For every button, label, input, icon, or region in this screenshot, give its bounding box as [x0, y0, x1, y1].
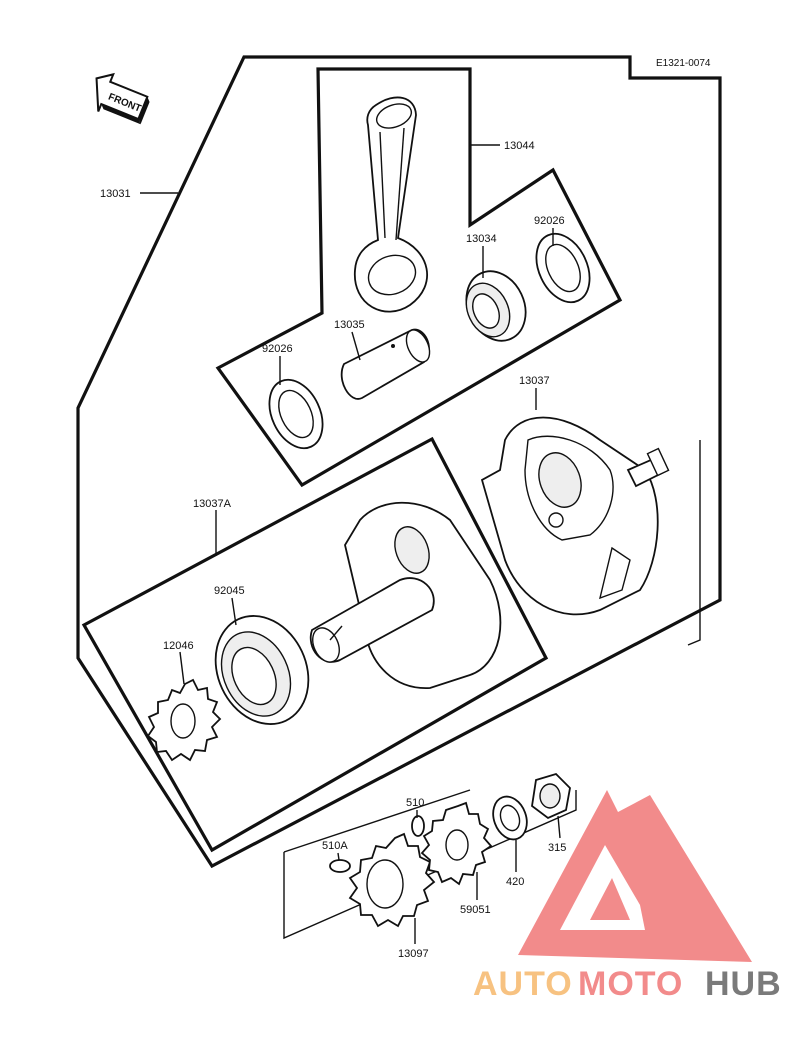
label-13037: 13037: [519, 375, 550, 387]
thrust-washer-92026-bottom: [268, 378, 324, 450]
conrod-group-outline: [215, 67, 623, 488]
label-13037A: 13037A: [193, 498, 232, 510]
label-13097: 13097: [398, 948, 429, 960]
connecting-rod-13044: [354, 96, 428, 313]
crank-half-13037A: [309, 501, 502, 689]
label-13031: 13031: [100, 188, 131, 200]
ball-bearing-92045: [214, 615, 310, 725]
needle-bearing-13034: [465, 270, 527, 342]
logo-text-auto: AUTO: [473, 965, 573, 1003]
label-13035: 13035: [334, 319, 365, 331]
washer-420: [492, 795, 528, 841]
gear-group-outline: [283, 790, 577, 940]
label-13044: 13044: [504, 140, 535, 152]
key-510A: [329, 859, 351, 873]
crank-half-group-outline: [81, 436, 549, 853]
label-92026-bottom: 92026: [262, 343, 293, 355]
assembly-outline-13031: [76, 55, 722, 869]
label-59051: 59051: [460, 904, 491, 916]
gear-12046: [146, 678, 222, 762]
crank-pin-13035: [340, 328, 431, 400]
label-12046: 12046: [163, 640, 194, 652]
gear-13097: [348, 832, 436, 928]
automotohub-logo: AUTO MOTO HUB: [473, 790, 782, 1003]
logo-text-hub: HUB: [705, 965, 782, 1003]
label-510A: 510A: [322, 840, 348, 852]
gear-59051: [420, 801, 493, 886]
key-510: [411, 815, 425, 837]
nut-315: [531, 772, 571, 820]
label-420: 420: [506, 876, 524, 888]
thrust-washer-92026-top: [535, 232, 591, 304]
logo-text-moto: MOTO: [578, 965, 683, 1003]
front-arrow-icon: FRONT: [95, 72, 150, 125]
label-315: 315: [548, 842, 566, 854]
label-13034: 13034: [466, 233, 497, 245]
label-92045: 92045: [214, 585, 245, 597]
diagram-code: E1321-0074: [656, 58, 711, 69]
label-92026-top: 92026: [534, 215, 565, 227]
crank-half-13037: [480, 416, 670, 616]
label-510: 510: [406, 797, 424, 809]
